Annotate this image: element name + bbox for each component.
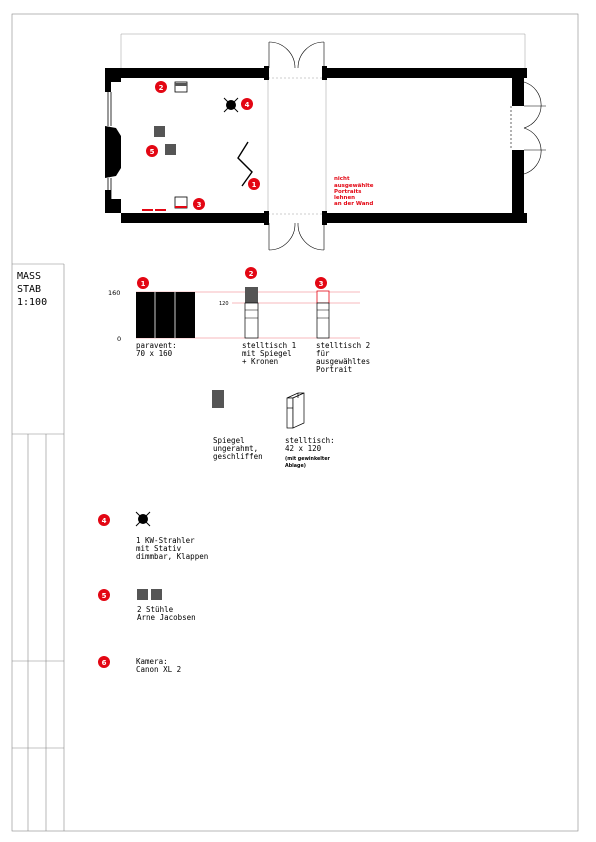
tick-120: 120 [219, 301, 229, 307]
lamp-icon [135, 511, 151, 527]
svg-text:ausgewähltes: ausgewähltes [316, 357, 370, 366]
paravent-label: paravent: 70 x 160 [136, 341, 177, 358]
svg-text:6: 6 [102, 659, 107, 667]
chair-icon [137, 589, 148, 600]
door-bottom [268, 222, 325, 251]
svg-text:70 x 160: 70 x 160 [136, 349, 173, 358]
walls [105, 66, 527, 225]
svg-text:geschliffen: geschliffen [213, 452, 263, 461]
svg-text:mit Spiegel: mit Spiegel [242, 349, 292, 358]
svg-text:2 Stühle: 2 Stühle [137, 605, 174, 614]
marker-4-legend: 4 [98, 514, 110, 526]
marker-5-plan: 5 [146, 145, 158, 157]
svg-text:lehnen: lehnen [334, 195, 355, 201]
stelltisch2-plan [174, 196, 188, 209]
stelltisch-label: stelltisch: 42 x 120 [285, 436, 335, 453]
stelltisch2-elevation [316, 290, 330, 339]
tick-0: 0 [117, 335, 121, 343]
scale-label-line2: STAB [17, 284, 41, 295]
svg-text:4: 4 [102, 517, 107, 525]
svg-text:stelltisch:: stelltisch: [285, 436, 335, 445]
marker-3-plan: 3 [193, 198, 205, 210]
svg-text:stelltisch 2: stelltisch 2 [316, 341, 370, 350]
marker-5-legend: 5 [98, 589, 110, 601]
stelltisch-note: (mit gewinkelter Ablage) [285, 456, 330, 469]
door-right [510, 81, 546, 175]
svg-text:ausgewählte: ausgewählte [334, 183, 374, 189]
svg-text:1: 1 [252, 181, 257, 189]
svg-text:5: 5 [150, 148, 155, 156]
svg-text:1 KW-Strahler: 1 KW-Strahler [136, 536, 195, 545]
svg-text:1: 1 [141, 280, 146, 288]
svg-text:Kamera:: Kamera: [136, 657, 168, 666]
svg-text:4: 4 [245, 101, 250, 109]
svg-text:dimmbar, Klappen: dimmbar, Klappen [136, 552, 208, 561]
marker-3-elevation: 3 [315, 277, 327, 289]
svg-text:+ Kronen: + Kronen [242, 357, 278, 366]
svg-text:3: 3 [319, 280, 324, 288]
stelltisch-perspective [286, 392, 305, 429]
marker-1-elevation: 1 [137, 277, 149, 289]
svg-text:stelltisch 1: stelltisch 1 [242, 341, 296, 350]
paravent-elevation [136, 292, 195, 338]
scale-label-line3: 1:100 [17, 297, 47, 308]
sheet-border [11, 13, 579, 832]
lamp-plan-icon [223, 97, 239, 113]
svg-text:Canon XL 2: Canon XL 2 [136, 665, 181, 674]
title-block [12, 263, 65, 831]
stelltisch2-label: stelltisch 2 für ausgewähltes Portrait [316, 341, 370, 374]
chair-icon [165, 144, 176, 155]
svg-text:2: 2 [249, 270, 254, 278]
mirror-icon [212, 390, 224, 408]
chair-icon [151, 589, 162, 600]
camera-label: Kamera: Canon XL 2 [136, 657, 181, 674]
stelltisch1-plan [174, 81, 188, 93]
svg-text:paravent:: paravent: [136, 341, 177, 350]
svg-text:ungerahmt,: ungerahmt, [213, 444, 258, 453]
chairs-label: 2 Stühle Arne Jacobsen [137, 605, 196, 622]
svg-text:(mit gewinkelter: (mit gewinkelter [285, 456, 330, 462]
svg-text:an der Wand: an der Wand [334, 201, 373, 207]
legend: 4 1 KW-Strahler mit Stativ dimmbar, Klap… [98, 511, 208, 674]
svg-text:5: 5 [102, 592, 107, 600]
chair-icon [154, 126, 165, 137]
svg-text:Ablage): Ablage) [285, 463, 306, 469]
svg-text:für: für [316, 349, 330, 358]
elevation: 160 120 0 1 2 [108, 267, 370, 374]
mirror-label: Spiegel ungerahmt, geschliffen [213, 436, 263, 461]
tick-160: 160 [108, 289, 120, 297]
marker-1-plan: 1 [248, 178, 260, 190]
marker-2-plan: 2 [155, 81, 167, 93]
portrait-note: nicht ausgewählte Portraits lehnen an de… [334, 176, 374, 207]
svg-text:Portraits: Portraits [334, 189, 362, 195]
lamp-label: 1 KW-Strahler mit Stativ dimmbar, Klappe… [136, 536, 208, 561]
svg-text:Portrait: Portrait [316, 365, 352, 374]
svg-text:Arne Jacobsen: Arne Jacobsen [137, 613, 196, 622]
paravent-plan [237, 141, 253, 187]
floor-plan: 2 4 5 1 3 nicht ausgewählte Portraits le… [105, 33, 546, 251]
svg-text:42 x 120: 42 x 120 [285, 444, 322, 453]
details: Spiegel ungerahmt, geschliffen stelltisc… [212, 390, 335, 469]
marker-2-elevation: 2 [245, 267, 257, 279]
marker-4-plan: 4 [241, 98, 253, 110]
svg-text:2: 2 [159, 84, 164, 92]
scale-label-line1: MASS [17, 271, 41, 282]
door-top [268, 41, 325, 69]
svg-text:nicht: nicht [334, 176, 350, 182]
svg-text:3: 3 [197, 201, 202, 209]
stelltisch1-elevation [244, 287, 259, 339]
marker-6-legend: 6 [98, 656, 110, 668]
portraits-leaning [142, 209, 166, 211]
svg-text:mit Stativ: mit Stativ [136, 544, 182, 553]
svg-text:Spiegel: Spiegel [213, 436, 245, 445]
stelltisch1-label: stelltisch 1 mit Spiegel + Kronen [242, 341, 296, 366]
